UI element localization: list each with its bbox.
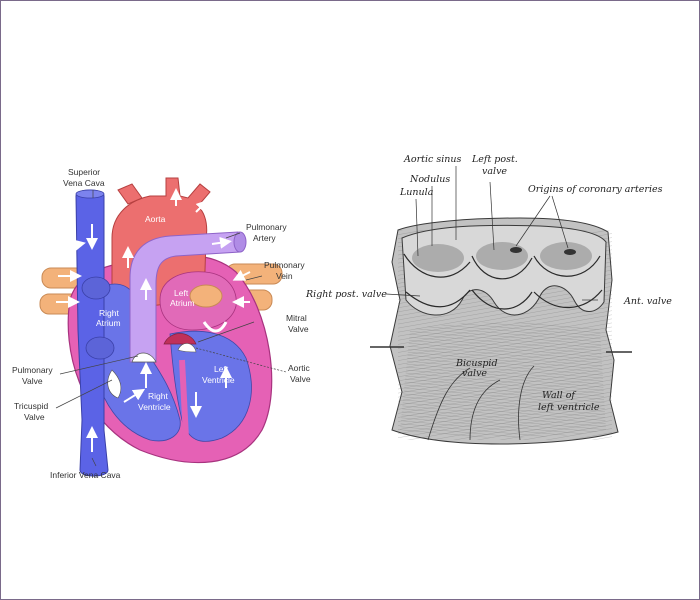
label-aortic-valve-2: Valve — [290, 374, 311, 384]
label-wall-left-ventricle-2: left ventricle — [538, 402, 600, 413]
valves — [107, 321, 228, 399]
engraving-labels: Aortic sinus Left post. valve Nodulus Lu… — [305, 154, 672, 413]
heart-inner-labels: Aorta Left Atrium Right Atrium Left Vent… — [96, 214, 235, 412]
label-superior-vena-cava-1: Superior — [68, 167, 100, 177]
label-left-post-valve-1: Left post. — [471, 154, 518, 165]
label-origins-coronary: Origins of coronary arteries — [528, 184, 663, 195]
heart-diagram: Superior Vena Cava Pulmonary Artery Pulm… — [12, 167, 311, 480]
label-wall-left-ventricle-1: Wall of — [542, 390, 576, 401]
sinus-middle — [476, 242, 528, 270]
coronary-origin-right — [564, 249, 576, 255]
label-right-atrium-2: Atrium — [96, 318, 121, 328]
heart-labels: Superior Vena Cava Pulmonary Artery Pulm… — [12, 167, 311, 480]
label-pulmonary-vein-2: Vein — [276, 271, 293, 281]
label-left-atrium-2: Atrium — [170, 298, 195, 308]
label-aortic-valve-1: Aortic — [288, 363, 310, 373]
label-left-post-valve-2: valve — [482, 166, 507, 177]
label-bicuspid-valve-1: Bicuspid — [455, 358, 498, 369]
label-right-ventricle-1: Right — [148, 391, 168, 401]
label-pulmonary-artery-2: Artery — [253, 233, 276, 243]
label-aorta: Aorta — [145, 214, 166, 224]
label-left-atrium-1: Left — [174, 288, 189, 298]
label-pulmonary-valve-1: Pulmonary — [12, 365, 53, 375]
cusp-edges — [403, 253, 603, 310]
label-right-ventricle-2: Ventricle — [138, 402, 171, 412]
pointer-lines — [55, 190, 287, 467]
label-superior-vena-cava-2: Vena Cava — [63, 178, 105, 188]
sinus-left — [412, 244, 464, 272]
label-mitral-valve-2: Valve — [288, 324, 309, 334]
label-inferior-vena-cava: Inferior Vena Cava — [50, 470, 121, 480]
label-right-post-valve: Right post. valve — [305, 289, 387, 300]
label-left-ventricle-2: Ventricle — [202, 375, 235, 385]
label-right-atrium-1: Right — [99, 308, 119, 318]
label-pulmonary-valve-2: Valve — [22, 376, 43, 386]
label-aortic-sinus: Aortic sinus — [403, 154, 461, 165]
valve-engraving: Aortic sinus Left post. valve Nodulus Lu… — [305, 154, 672, 445]
sinus-right — [540, 242, 592, 270]
label-left-ventricle-1: Left — [214, 364, 229, 374]
label-mitral-valve-1: Mitral — [286, 313, 307, 323]
label-lunula: Lunula — [399, 187, 434, 198]
label-nodulus: Nodulus — [409, 174, 450, 185]
label-pulmonary-vein-1: Pulmonary — [264, 260, 305, 270]
label-bicuspid-valve-2: valve — [462, 368, 487, 379]
label-tricuspid-valve-2: Valve — [24, 412, 45, 422]
label-pulmonary-artery-1: Pulmonary — [246, 222, 287, 232]
label-ant-valve: Ant. valve — [623, 296, 672, 307]
coronary-origin-left — [510, 247, 522, 253]
engraving-leaders — [385, 166, 598, 301]
label-tricuspid-valve-1: Tricuspid — [14, 401, 48, 411]
flow-arrows — [56, 188, 251, 452]
